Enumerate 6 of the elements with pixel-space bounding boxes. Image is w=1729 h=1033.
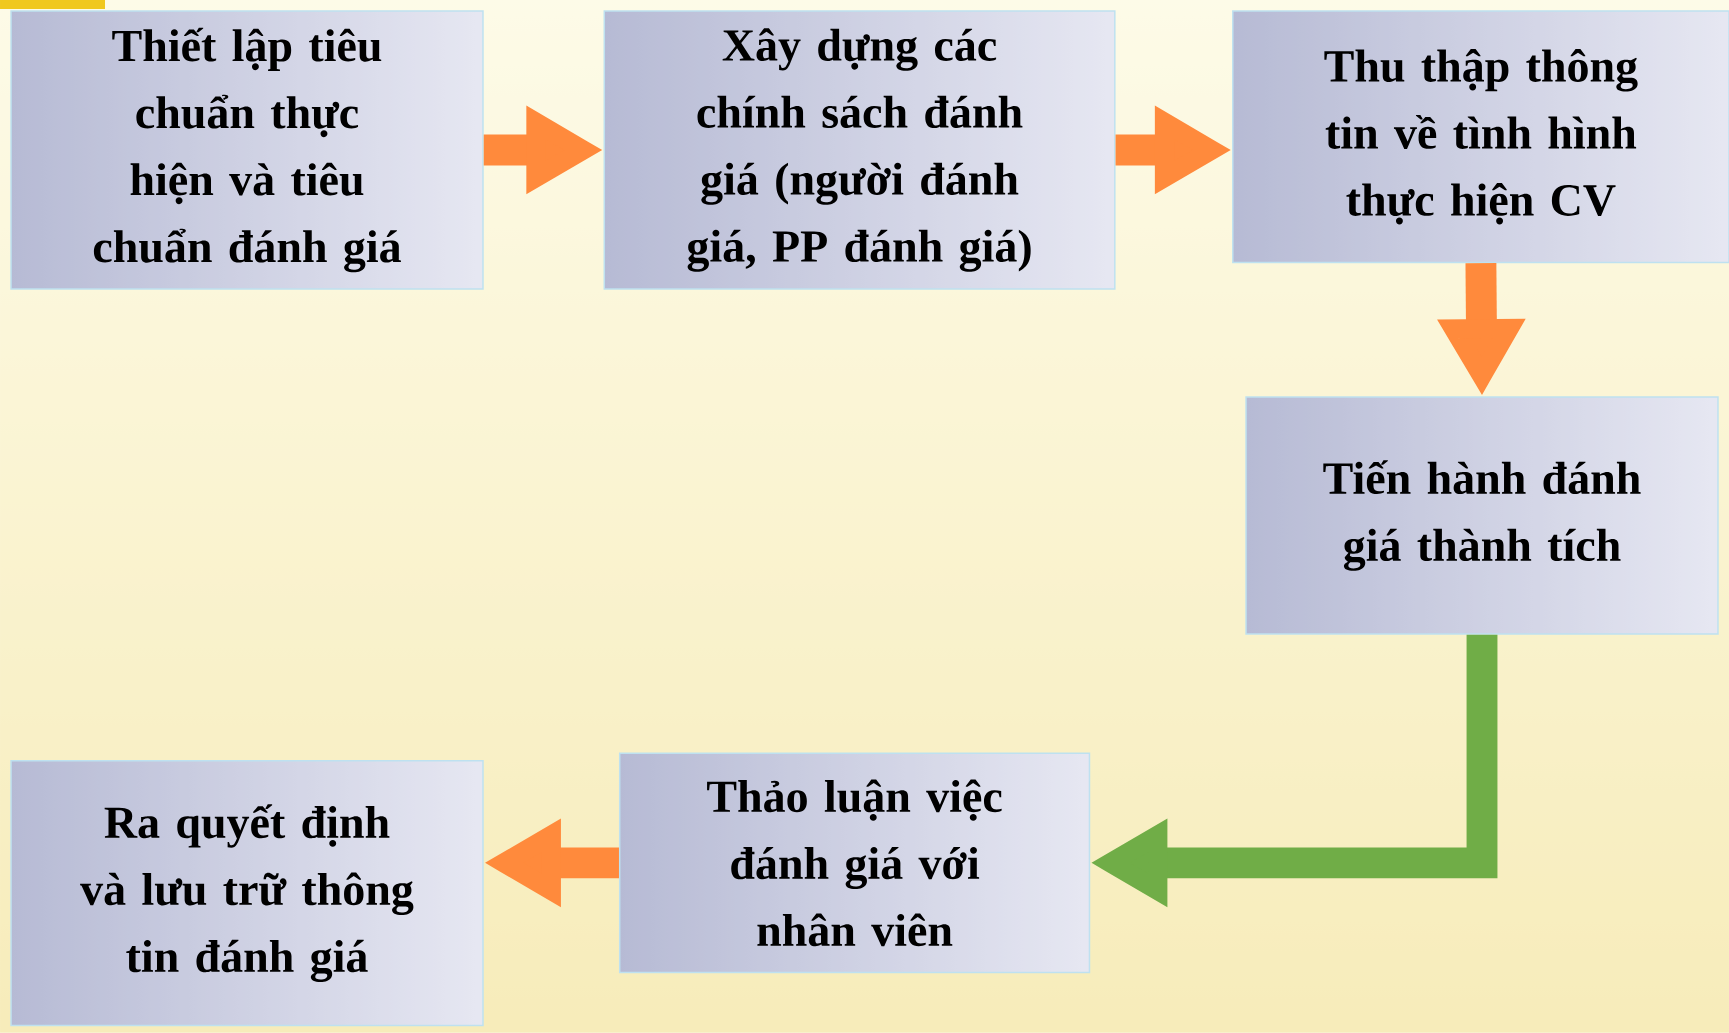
process-box: Thiết lập tiêu chuẩn thực hiện và tiêu chuẩn đánh giá [10, 10, 484, 290]
process-box: Xây dựng các chính sách đánh giá (người đánh giá, PP đánh giá) [603, 10, 1116, 290]
process-box: Ra quyết định và lưu trữ thông tin đánh giá [10, 760, 484, 1027]
process-box: Thu thập thông tin về tình hình thực hiện CV [1232, 10, 1729, 264]
process-box: Tiến hành đánh giá thành tích [1245, 396, 1719, 635]
process-box: Thảo luận việc đánh giá với nhân viên [618, 752, 1091, 974]
